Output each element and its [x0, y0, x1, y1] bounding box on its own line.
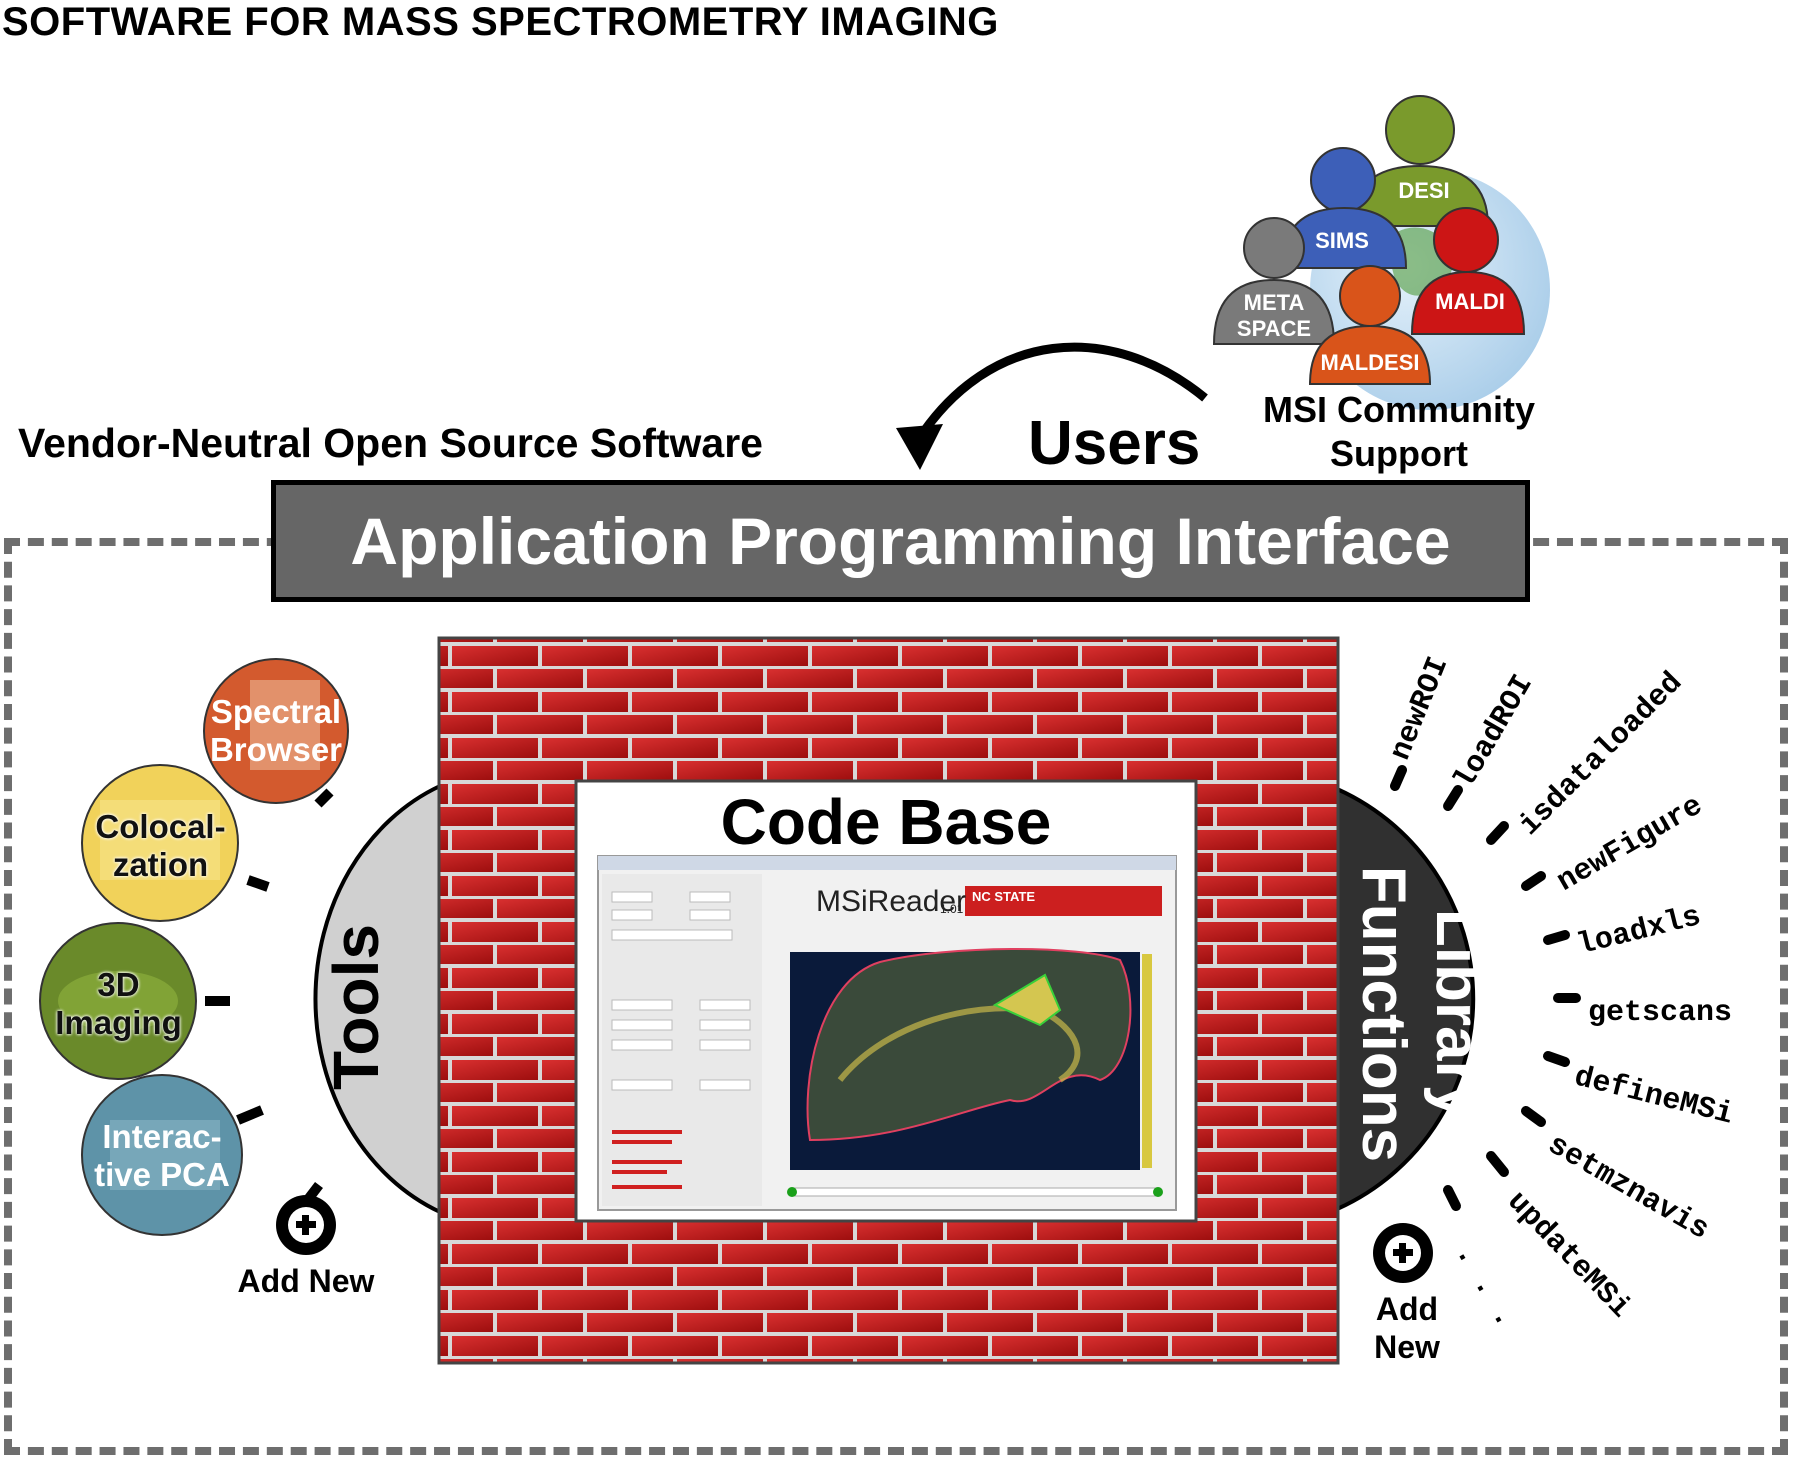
library-panel	[1328, 783, 1476, 1215]
users-arrow	[914, 342, 1208, 443]
msireader-app-name: MSiReader	[816, 885, 967, 918]
interactive-pca-label[interactable]: Interac- tive PCA	[94, 1118, 230, 1193]
tools-add-new-label[interactable]: Add New	[237, 1263, 375, 1299]
spectral-browser-label[interactable]: Spectral Browser	[209, 693, 343, 768]
tools-add-new-icon	[276, 1195, 336, 1255]
community-support-label: MSI Community Support	[1262, 389, 1535, 474]
colocalization-label[interactable]: Colocal- zation	[95, 808, 226, 883]
page-title: SOFTWARE FOR MASS SPECTROMETRY IMAGING	[2, 0, 999, 44]
library-label-line1: Library	[1423, 908, 1492, 1120]
community-figures	[1212, 95, 1550, 410]
users-arrow-head	[896, 424, 943, 470]
tools-panel	[313, 782, 442, 1216]
fn-getscans[interactable]: getscans	[1588, 996, 1733, 1030]
library-label-box: Library Functions	[1330, 830, 1510, 1170]
library-add-new-icon	[1373, 1223, 1433, 1283]
brick-wall	[437, 636, 1340, 1365]
api-banner: Application Programming Interface	[271, 480, 1530, 602]
library-ticks	[1390, 765, 1581, 1211]
desi-label: DESI	[1398, 178, 1450, 203]
3d-imaging-label[interactable]: 3D Imaging	[55, 966, 182, 1041]
tools-label: Tools	[320, 924, 392, 1090]
code-base-title: Code Base	[720, 786, 1052, 858]
metaspace-label: META SPACE	[1236, 290, 1312, 341]
sims-label: SIMS	[1315, 228, 1369, 253]
msireader-version: 1.01	[940, 902, 964, 916]
msireader-screenshot	[597, 855, 1177, 1211]
maldi-label: MALDI	[1435, 289, 1505, 314]
subtitle: Vendor-Neutral Open Source Software	[18, 420, 763, 466]
nc-state-brand: NC STATE	[972, 889, 1036, 904]
users-label: Users	[1028, 409, 1201, 478]
library-label-line2: Functions	[1349, 865, 1418, 1163]
library-add-new-label[interactable]: Add New	[1374, 1291, 1440, 1365]
maldesi-label: MALDESI	[1320, 350, 1420, 375]
